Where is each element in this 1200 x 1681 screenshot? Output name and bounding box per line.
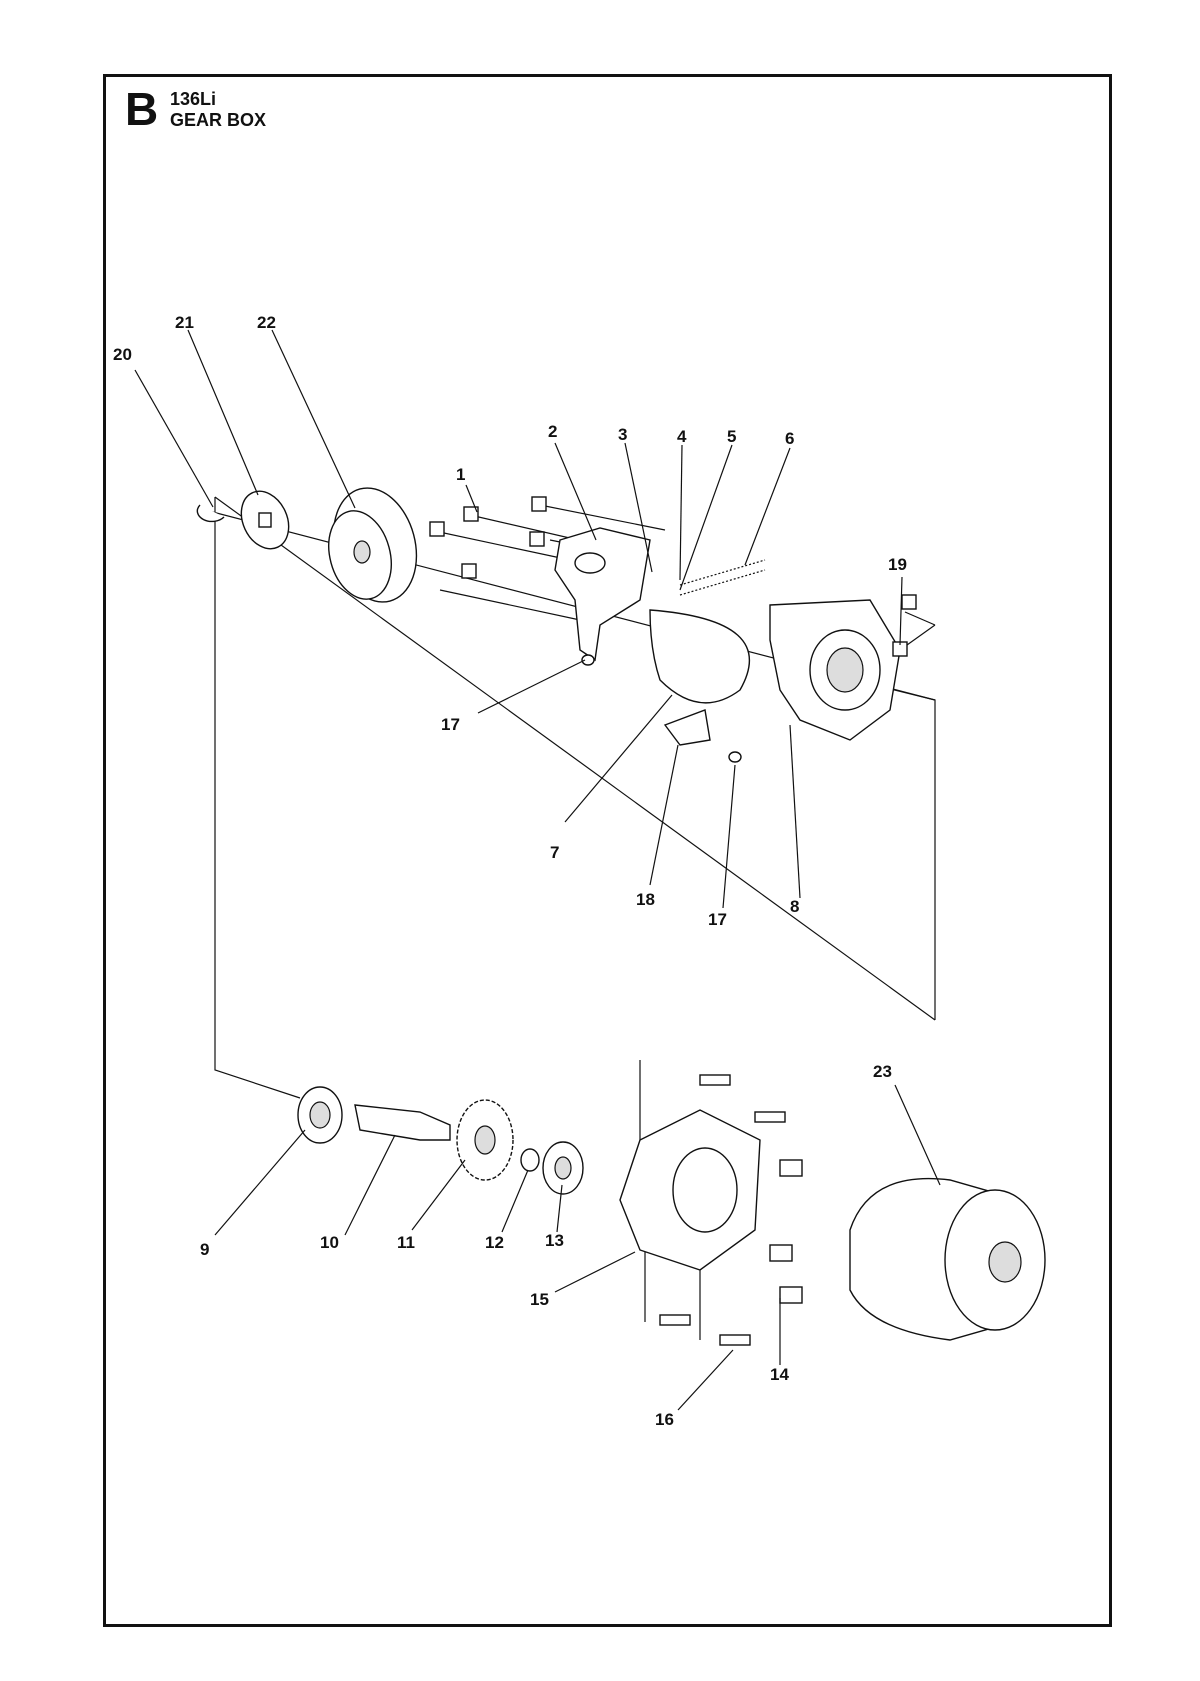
callout-15: 15: [530, 1290, 549, 1309]
callout-7: 7: [550, 843, 559, 862]
callout-18: 18: [636, 890, 655, 909]
callout-9: 9: [200, 1240, 209, 1259]
callout-23: 23: [873, 1062, 892, 1081]
part-brake-band-7: [649, 609, 751, 704]
callout-19: 19: [888, 555, 907, 574]
part-washer-21: [240, 490, 290, 550]
callout-21: 21: [175, 313, 194, 332]
part-gear-housing-8: [769, 599, 901, 741]
callout-4: 4: [677, 427, 687, 446]
callout-13: 13: [545, 1231, 564, 1250]
callout-5: 5: [727, 427, 736, 446]
callout-16: 16: [655, 1410, 674, 1429]
diagram-frame: [103, 74, 1112, 1627]
part-clutch-drum-22: [328, 487, 418, 603]
callout-17-upper: 17: [441, 715, 460, 734]
part-cover-15: [619, 1109, 761, 1271]
callout-2: 2: [548, 422, 557, 441]
callout-14: 14: [770, 1365, 789, 1384]
callout-22: 22: [257, 313, 276, 332]
part-clips-17: [581, 654, 742, 763]
callout-6: 6: [785, 429, 794, 448]
part-shaft-10: [354, 1104, 451, 1141]
part-lever-18: [663, 709, 711, 746]
part-circlip-20: [196, 504, 225, 523]
callout-20: 20: [113, 345, 132, 364]
callout-12: 12: [485, 1233, 504, 1252]
callout-11: 11: [397, 1233, 415, 1252]
callout-8: 8: [790, 897, 799, 916]
part-spacer-12: [520, 1148, 540, 1172]
section-title: GEAR BOX: [170, 110, 267, 130]
part-gear-11: [456, 1099, 514, 1181]
part-bearing-9: [297, 1086, 343, 1144]
callout-labels: 1 2 3 4 5 6 7 8 9 10 11 12 13 14 15 16 1…: [113, 313, 907, 1429]
part-bearing-13: [542, 1141, 584, 1195]
callout-17-lower: 17: [708, 910, 727, 929]
model-name: 136Li: [170, 89, 217, 109]
part-bolt-19: [892, 594, 917, 657]
part-screws-14-16: [659, 1074, 803, 1346]
callout-3: 3: [618, 425, 627, 444]
part-spring-6: [679, 559, 766, 596]
callout-1: 1: [456, 465, 465, 484]
section-letter: B: [125, 83, 159, 135]
part-plate-2: [554, 527, 651, 662]
part-motor-23: [849, 1177, 1046, 1341]
callout-10: 10: [320, 1233, 339, 1252]
leader-lines: [134, 329, 941, 1411]
